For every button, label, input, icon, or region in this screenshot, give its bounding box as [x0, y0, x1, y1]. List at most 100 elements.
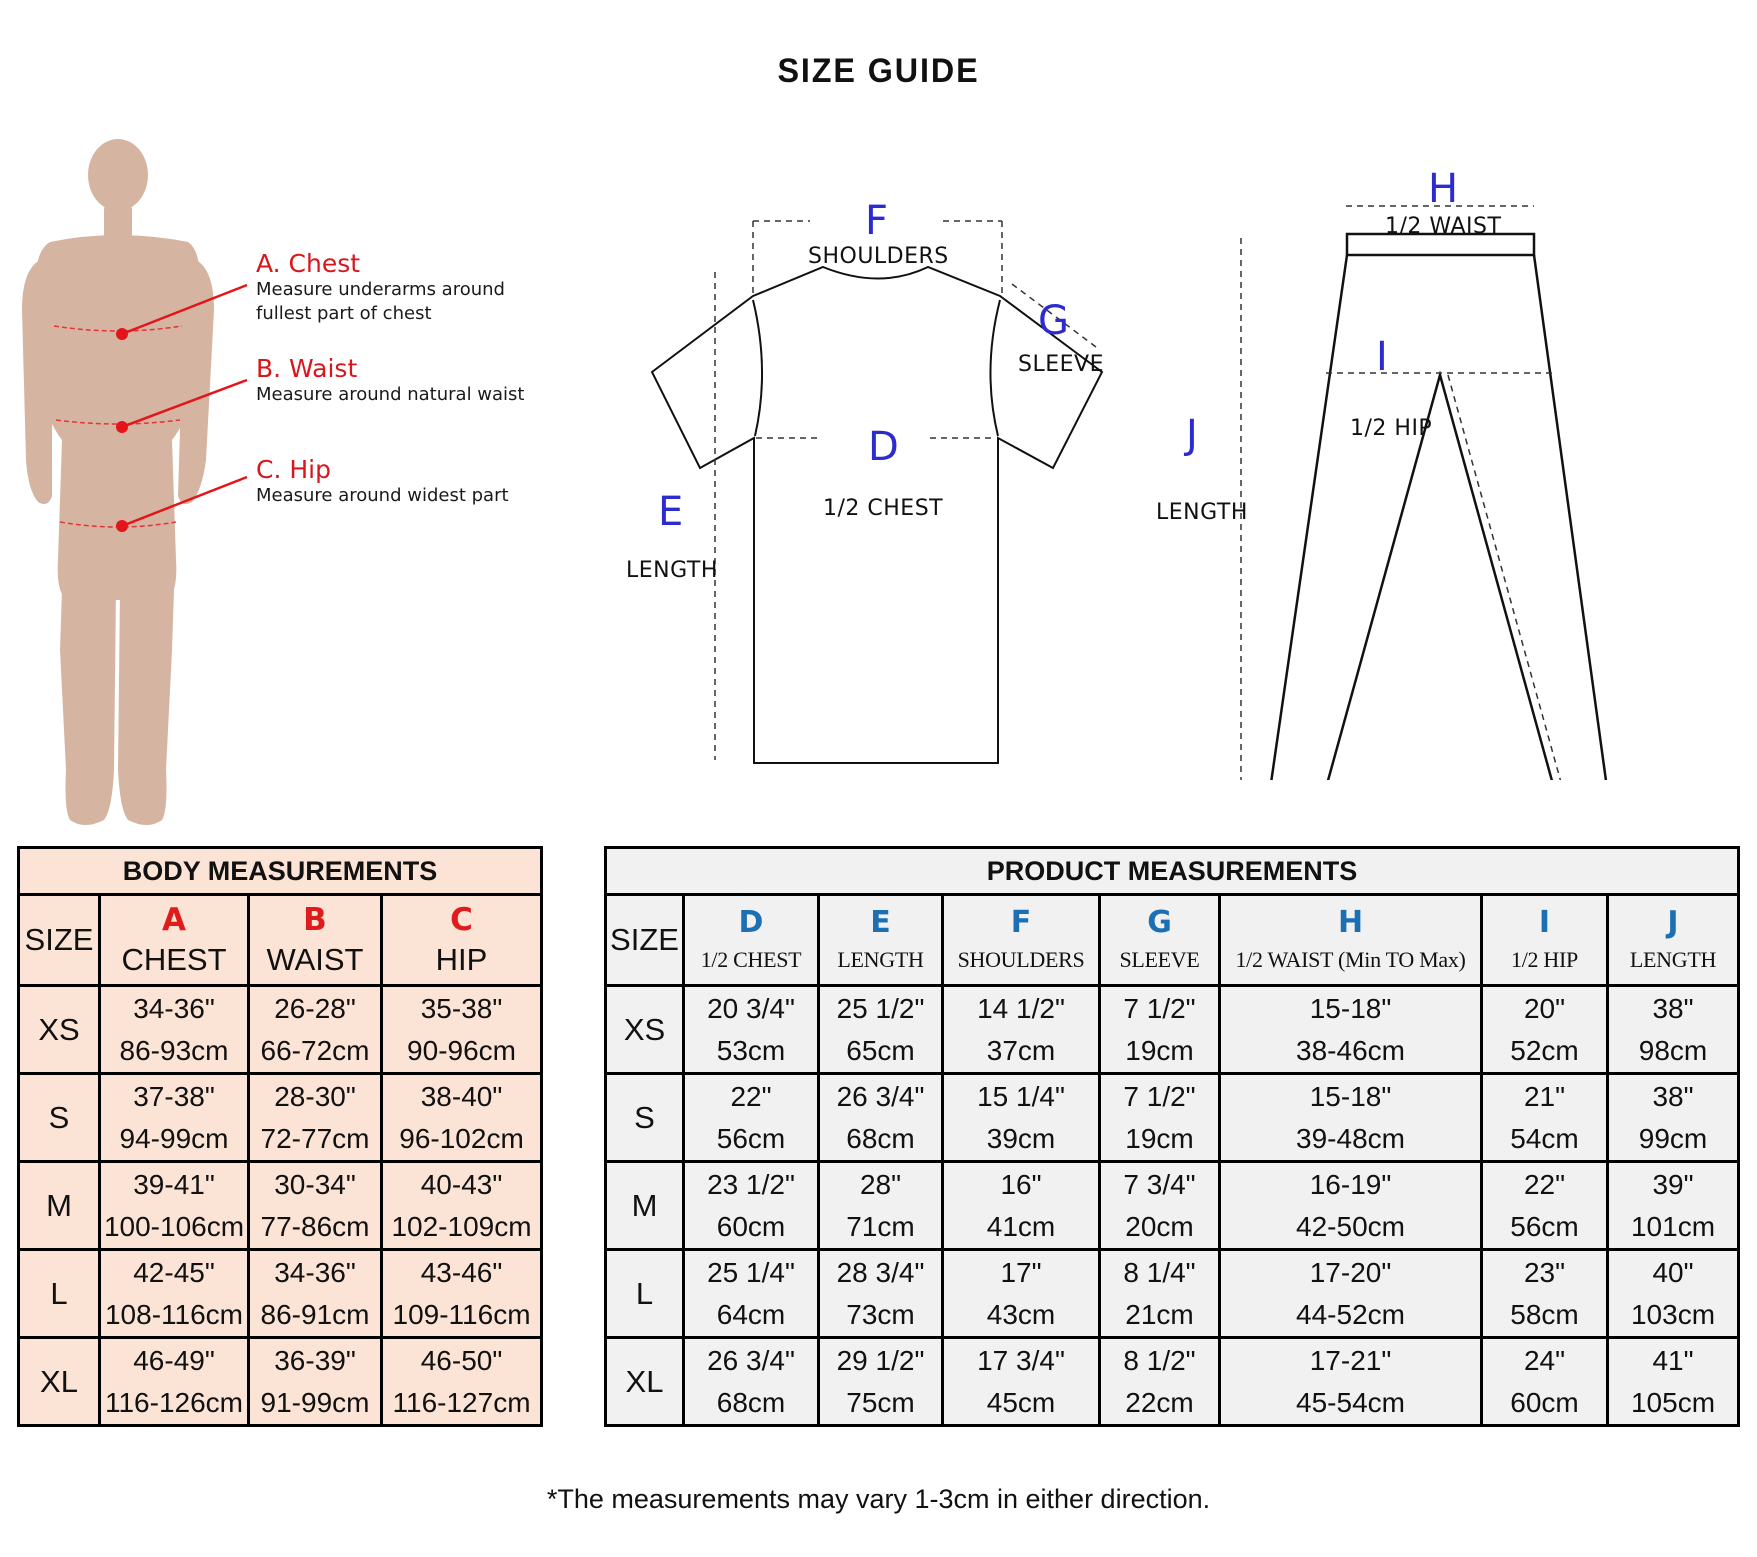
value-cm: 86-91cm	[260, 1298, 370, 1330]
measurement-cell: 43-46"109-116cm	[379, 1248, 544, 1339]
measurement-cell: 38"98cm	[1605, 984, 1741, 1075]
measurement-cell: 26-28" 66-72cm	[247, 984, 383, 1075]
value-cm: 21cm	[1125, 1298, 1194, 1330]
value-inches: 26-28"	[274, 992, 356, 1024]
measurement-cell: 17 3/4"45cm	[941, 1336, 1101, 1427]
measurement-cell: 7 1/2"19cm	[1098, 1072, 1221, 1163]
value-cm: 37cm	[986, 1034, 1056, 1066]
value-cm: 41cm	[986, 1210, 1056, 1242]
column-letter: F	[1010, 905, 1032, 940]
value-inches: 24"	[1523, 1344, 1566, 1376]
measurement-cell: 17-21" 45-54cm	[1218, 1336, 1483, 1427]
value-inches: 14 1/2"	[977, 992, 1065, 1024]
measurement-cell: 40-43" 102-109cm	[379, 1160, 544, 1251]
value-inches: 38-40"	[420, 1080, 503, 1112]
value-cm: 77-86cm	[260, 1210, 370, 1242]
value-inches: 29 1/2"	[836, 1344, 925, 1376]
value-cm: 42-50cm	[1296, 1210, 1405, 1242]
column-name: 1/2 HIP	[1511, 947, 1578, 972]
value-inches: 15 1/4"	[977, 1080, 1065, 1112]
value-inches: 46-49"	[133, 1344, 215, 1376]
value-cm: 86-93cm	[119, 1034, 229, 1066]
value-inches: 17"	[1000, 1256, 1042, 1288]
measurement-cell: 34-36" 86-93cm	[98, 984, 250, 1075]
measurement-cell: 37-38" 94-99cm	[98, 1072, 250, 1163]
measurement-cell: 15 1/4" 39cm	[941, 1072, 1101, 1163]
value-inches: 16"	[1000, 1168, 1042, 1200]
value-inches: 20 3/4"	[707, 992, 795, 1024]
svg-text:G: G	[1038, 298, 1069, 344]
measurement-cell: 20 3/4"53cm	[682, 984, 820, 1075]
value-inches: 25 1/2"	[836, 992, 925, 1024]
value-inches: 7 1/2"	[1123, 992, 1196, 1024]
label-length: LENGTH	[626, 558, 718, 583]
product-table-title: PRODUCT MEASUREMENTS	[603, 846, 1741, 896]
value-cm: 96-102cm	[399, 1122, 524, 1154]
value-inches: 15-18"	[1309, 992, 1392, 1024]
value-cm: 108-116cm	[104, 1298, 243, 1330]
measurement-cell: 17"43cm	[941, 1248, 1101, 1339]
value-inches: 37-38"	[133, 1080, 215, 1112]
measurement-cell: 23"58cm	[1480, 1248, 1609, 1339]
size-cell: L	[17, 1248, 101, 1339]
measurement-cell: 24"60cm	[1480, 1336, 1609, 1427]
value-cm: 19cm	[1125, 1122, 1194, 1154]
measurement-cell: 46-49" 116-126cm	[98, 1336, 250, 1427]
value-inches: 7 3/4"	[1123, 1168, 1196, 1200]
value-inches: 40-43"	[420, 1168, 503, 1200]
label-half-hip: 1/2 HIP	[1350, 416, 1433, 441]
value-cm: 94-99cm	[119, 1122, 229, 1154]
value-inches: 8 1/4"	[1123, 1256, 1196, 1288]
value-cm: 116-126cm	[104, 1386, 243, 1418]
value-inches: 21"	[1523, 1080, 1566, 1112]
column-name: LENGTH	[837, 947, 924, 972]
value-cm: 66-72cm	[260, 1034, 370, 1066]
value-inches: 40"	[1652, 1256, 1694, 1288]
measurement-cell: 46-50"116-127cm	[379, 1336, 544, 1427]
value-inches: 26 3/4"	[707, 1344, 795, 1376]
svg-text:D: D	[868, 424, 899, 470]
value-inches: 17-21"	[1309, 1344, 1392, 1376]
column-letter: D	[738, 905, 764, 940]
value-cm: 98cm	[1638, 1034, 1708, 1066]
annotation-chest: A. Chest Measure underarms around fulles…	[256, 249, 505, 325]
value-inches: 28 3/4"	[836, 1256, 925, 1288]
value-inches: 28-30"	[274, 1080, 356, 1112]
value-cm: 19cm	[1125, 1034, 1194, 1066]
label-pants-length: LENGTH	[1156, 500, 1248, 525]
value-inches: 34-36"	[133, 992, 215, 1024]
value-cm: 56cm	[1510, 1210, 1579, 1242]
chest-marker	[116, 328, 128, 340]
value-cm: 39cm	[986, 1122, 1056, 1154]
measurement-cell: 8 1/2"22cm	[1098, 1336, 1221, 1427]
value-cm: 45-54cm	[1296, 1386, 1405, 1418]
value-cm: 75cm	[846, 1386, 915, 1418]
measurement-cell: 20"52cm	[1480, 984, 1609, 1075]
body-figure-illustration	[22, 139, 248, 825]
value-inches: 16-19"	[1309, 1168, 1392, 1200]
measurement-cell: 35-38"90-96cm	[379, 984, 544, 1075]
value-cm: 102-109cm	[391, 1210, 532, 1242]
size-cell: XS	[17, 984, 101, 1075]
tshirt-diagram: F G D E	[650, 198, 1104, 764]
value-inches: 23 1/2"	[707, 1168, 795, 1200]
value-cm: 45cm	[986, 1386, 1056, 1418]
size-cell: M	[604, 1160, 685, 1251]
column-letter: J	[1667, 905, 1679, 940]
annotation-waist: B. Waist Measure around natural waist	[256, 354, 525, 406]
label-sleeve: SLEEVE	[1018, 352, 1104, 377]
body-table-title: BODY MEASUREMENTS	[16, 846, 544, 896]
value-cm: 52cm	[1510, 1034, 1579, 1066]
measurement-cell: 16" 41cm	[941, 1160, 1101, 1251]
measurement-cell: 7 1/2" 19cm	[1098, 984, 1221, 1075]
